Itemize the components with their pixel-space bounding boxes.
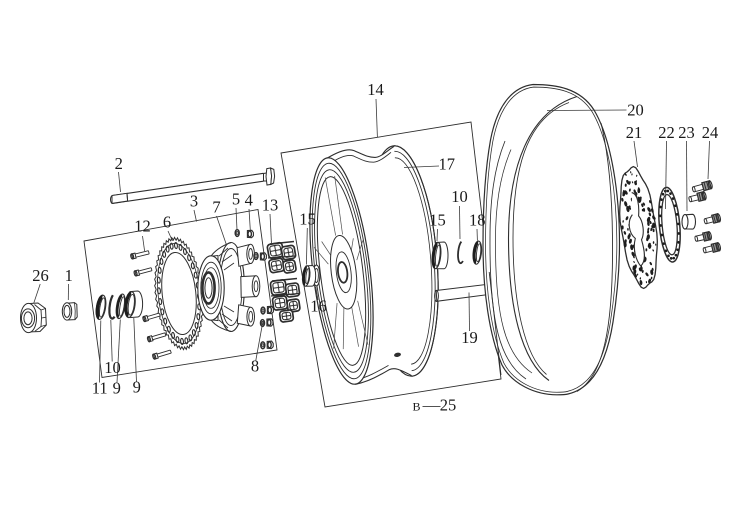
svg-text:7: 7 (212, 197, 220, 216)
svg-text:22: 22 (658, 123, 675, 142)
svg-text:1: 1 (65, 266, 73, 285)
svg-text:26: 26 (32, 266, 49, 285)
svg-text:24: 24 (702, 123, 719, 142)
svg-text:15: 15 (299, 209, 316, 228)
svg-text:15: 15 (429, 210, 446, 229)
svg-text:5: 5 (232, 189, 240, 208)
svg-text:12: 12 (134, 216, 151, 235)
svg-text:11: 11 (92, 378, 108, 397)
svg-text:6: 6 (163, 212, 171, 231)
svg-text:16: 16 (310, 296, 327, 315)
svg-text:23: 23 (678, 123, 695, 142)
svg-text:19: 19 (461, 328, 478, 347)
svg-text:9: 9 (133, 377, 141, 396)
svg-text:14: 14 (367, 80, 384, 99)
svg-text:10: 10 (104, 358, 121, 377)
svg-text:4: 4 (245, 190, 253, 209)
svg-text:13: 13 (262, 195, 279, 214)
svg-text:B: B (412, 400, 420, 414)
svg-text:20: 20 (627, 100, 644, 119)
svg-text:18: 18 (469, 210, 486, 229)
svg-text:8: 8 (251, 356, 259, 375)
svg-text:25: 25 (440, 395, 457, 414)
svg-text:9: 9 (113, 378, 121, 397)
svg-text:2: 2 (115, 154, 123, 173)
svg-text:3: 3 (190, 191, 198, 210)
svg-text:10: 10 (451, 187, 468, 206)
svg-text:21: 21 (626, 123, 643, 142)
svg-text:17: 17 (439, 154, 456, 173)
